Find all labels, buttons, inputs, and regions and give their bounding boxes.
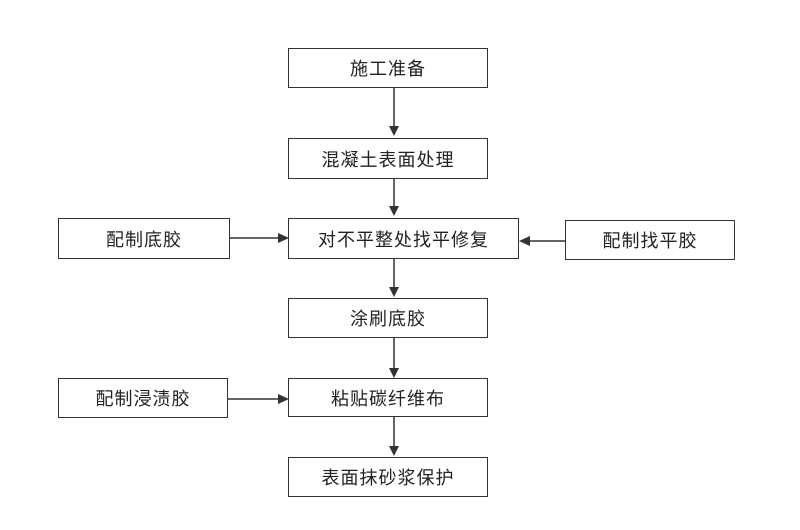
- step-label: 粘贴碳纤维布: [331, 388, 445, 410]
- step-concrete-surface-treatment: 混凝土表面处理: [288, 138, 488, 179]
- step-mortar-protection: 表面抹砂浆保护: [288, 457, 488, 497]
- arrow-mix-impregnating-to-cfrp: [228, 394, 289, 404]
- input-mix-impregnating-adhesive: 配制浸渍胶: [58, 378, 228, 418]
- step-apply-primer: 涂刷底胶: [288, 298, 488, 338]
- input-mix-primer: 配制底胶: [58, 218, 230, 259]
- arrow-cfrp-to-mortar: [389, 416, 399, 456]
- input-label: 配制找平胶: [602, 231, 698, 252]
- input-label: 配制底胶: [106, 229, 182, 251]
- step-bond-cfrp-sheet: 粘贴碳纤维布: [288, 378, 488, 417]
- step-label: 涂刷底胶: [350, 309, 426, 330]
- step-label: 混凝土表面处理: [321, 149, 455, 171]
- input-mix-leveling-adhesive: 配制找平胶: [565, 220, 735, 260]
- step-leveling-repair: 对不平整处找平修复: [288, 218, 519, 259]
- step-label: 表面抹砂浆保护: [321, 468, 455, 489]
- arrow-level-to-primer: [389, 258, 399, 297]
- arrow-primer-to-cfrp: [389, 337, 399, 378]
- arrow-mix-leveling-to-level: [519, 236, 565, 246]
- step-construction-prep: 施工准备: [288, 48, 488, 88]
- input-label: 配制浸渍胶: [95, 389, 191, 410]
- arrow-mix-primer-to-level: [230, 233, 289, 243]
- step-label: 施工准备: [350, 59, 426, 80]
- arrow-prep-to-surface: [389, 87, 399, 136]
- arrow-surface-to-level: [389, 178, 399, 216]
- step-label: 对不平整处找平修复: [318, 229, 489, 251]
